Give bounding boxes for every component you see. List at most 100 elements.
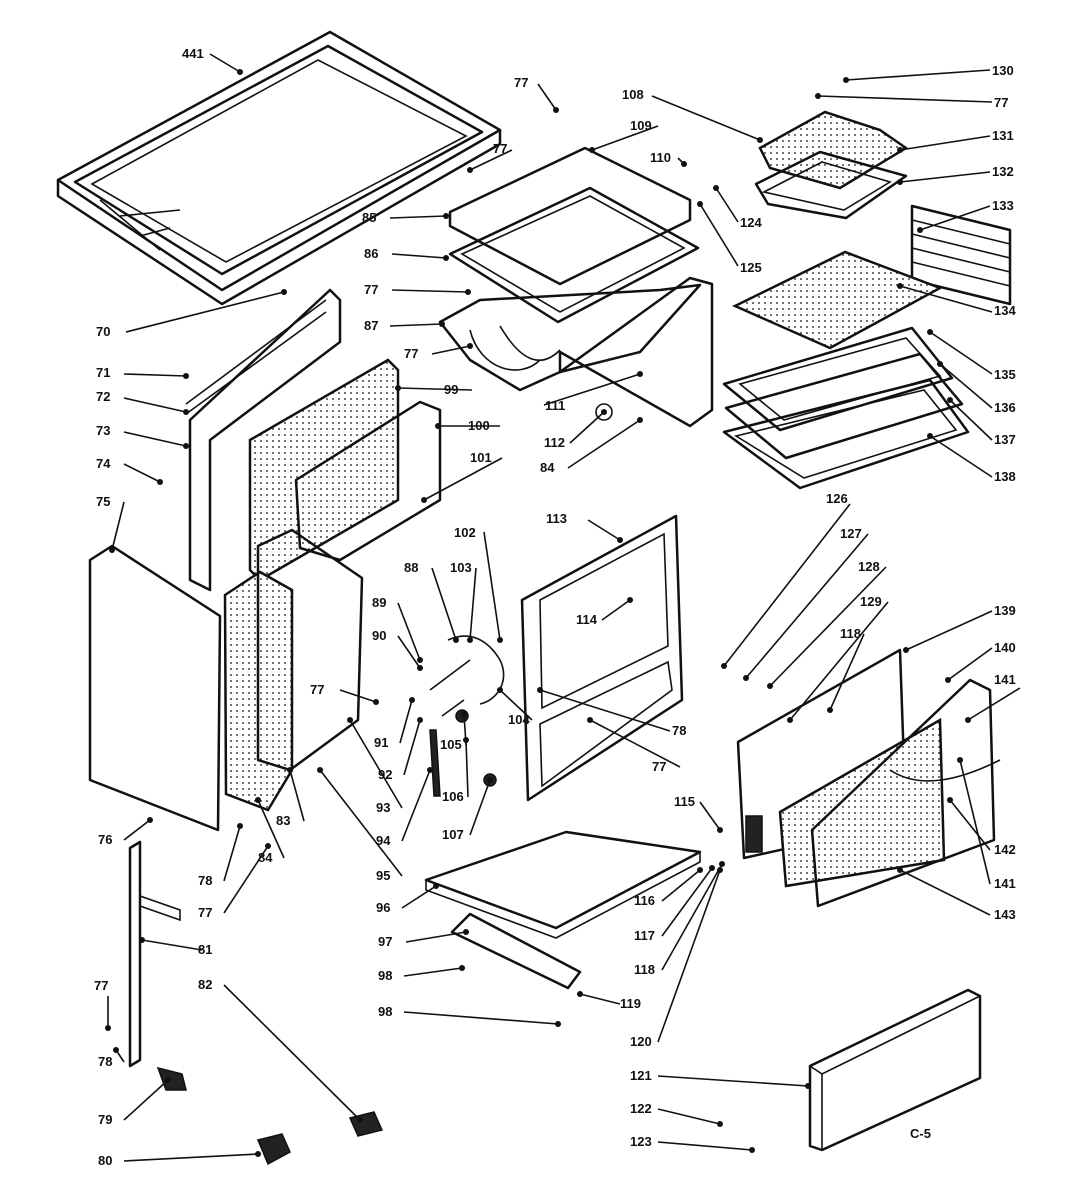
callout-label: 73 [96, 423, 110, 438]
callout-label: 86 [364, 246, 378, 261]
leader-end-dot [947, 397, 953, 403]
callout-label: 132 [992, 164, 1014, 179]
leader-end-dot [237, 69, 243, 75]
callout-label: 137 [994, 432, 1016, 447]
leader-line [223, 825, 241, 882]
callout-label: 139 [994, 603, 1016, 618]
callout-label: 84 [540, 460, 555, 475]
leader-end-dot [497, 687, 503, 693]
callout-label: 99 [444, 382, 458, 397]
callout-label: 79 [98, 1112, 112, 1127]
leader-end-dot [697, 201, 703, 207]
part-insulation [248, 358, 442, 582]
leader-line [223, 984, 361, 1121]
leader-line [899, 171, 991, 183]
leader-end-dot [281, 289, 287, 295]
leader-line [899, 869, 991, 916]
parts-layer [56, 30, 1012, 1166]
leader-end-dot [897, 147, 903, 153]
callout-label: 131 [992, 128, 1014, 143]
leader-line [959, 759, 991, 885]
leader-end-dot [487, 777, 493, 783]
leader-end-dot [467, 637, 473, 643]
leader-line [289, 769, 305, 822]
callout-label: 123 [630, 1134, 652, 1149]
callout-label: 71 [96, 365, 110, 380]
callout-label: 106 [442, 789, 464, 804]
leader-end-dot [717, 827, 723, 833]
part-oven-bottom [722, 326, 964, 460]
leader-end-dot [417, 657, 423, 663]
callout-label: 107 [442, 827, 464, 842]
leader-line [483, 531, 501, 641]
part-door-frame [520, 514, 684, 802]
leader-line [123, 373, 187, 377]
leader-line [543, 373, 641, 406]
callout-label: 77 [364, 282, 378, 297]
leader-line [397, 387, 473, 391]
part-tray [450, 912, 582, 990]
leader-end-dot [467, 167, 473, 173]
leader-end-dot [721, 663, 727, 669]
leader-line [567, 419, 641, 469]
leader-end-dot [757, 137, 763, 143]
leader-line [423, 457, 503, 501]
leader-line [661, 869, 701, 902]
callout-label: 129 [860, 594, 882, 609]
leader-end-dot [453, 637, 459, 643]
callout-label: 104 [508, 712, 530, 727]
part-broiler-pan [754, 110, 909, 220]
leader-end-dot [553, 107, 559, 113]
leader-line [499, 689, 533, 721]
leader-end-dot [897, 179, 903, 185]
leader-line [899, 285, 993, 313]
leader-end-dot [435, 423, 441, 429]
callout-label: 111 [545, 398, 565, 413]
callout-label: 77 [94, 978, 108, 993]
leader-end-dot [767, 683, 773, 689]
leader-end-dot [697, 867, 703, 873]
leader-line [111, 501, 125, 551]
callout-label: 70 [96, 324, 110, 339]
leader-end-dot [463, 929, 469, 935]
leader-end-dot [787, 717, 793, 723]
callout-label: 136 [994, 400, 1016, 415]
leader-line [661, 867, 713, 937]
leader-line [403, 967, 463, 977]
callout-label: 77 [404, 346, 418, 361]
leader-end-dot [749, 1147, 755, 1153]
leader-lines [105, 53, 1021, 1162]
leader-line [123, 431, 187, 447]
leader-end-dot [897, 283, 903, 289]
callout-label: 116 [634, 893, 655, 908]
callout-label: 77 [514, 75, 528, 90]
leader-line [745, 533, 869, 679]
callout-label: 112 [544, 435, 565, 450]
callout-label: 127 [840, 526, 862, 541]
callout-label: 77 [310, 682, 324, 697]
leader-line [209, 53, 241, 73]
callout-label: 143 [994, 907, 1016, 922]
callout-label: 77 [652, 759, 666, 774]
callout-label: 83 [276, 813, 290, 828]
leader-end-dot [439, 321, 445, 327]
leader-line [391, 253, 447, 259]
callout-label: 441 [182, 46, 204, 61]
callout-label: 108 [622, 87, 644, 102]
leader-line [967, 687, 1021, 721]
leader-line [601, 599, 631, 621]
leader-line [929, 435, 993, 478]
leader-line [939, 363, 993, 409]
leader-end-dot [183, 373, 189, 379]
leader-end-dot [805, 1083, 811, 1089]
leader-line [389, 323, 443, 327]
leader-line [657, 869, 721, 1043]
leader-end-dot [443, 213, 449, 219]
leader-end-dot [601, 409, 607, 415]
leader-end-dot [743, 675, 749, 681]
callout-label: 122 [630, 1101, 652, 1116]
leader-line [399, 699, 413, 744]
leader-end-dot [637, 417, 643, 423]
leader-line [699, 203, 739, 267]
leader-end-dot [965, 717, 971, 723]
